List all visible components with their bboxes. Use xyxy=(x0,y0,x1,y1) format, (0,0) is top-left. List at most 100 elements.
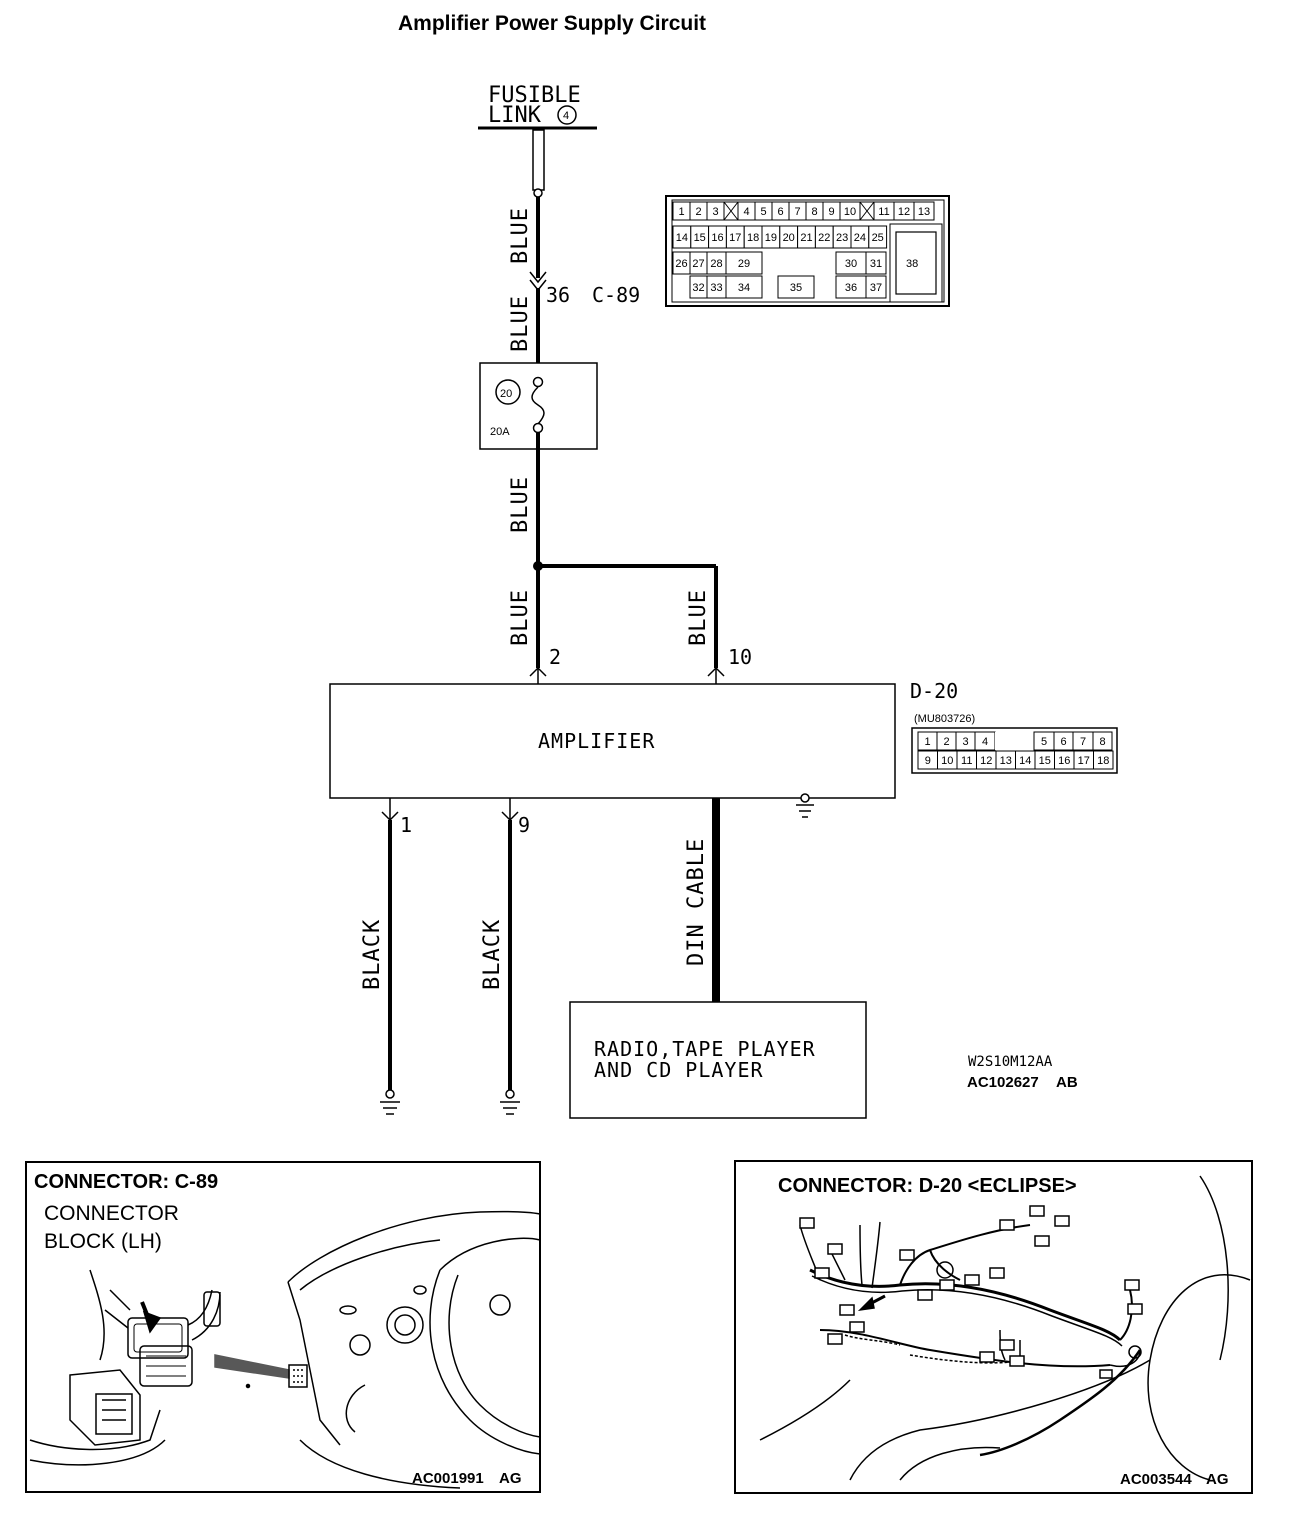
c89-pin-10: 10 xyxy=(844,206,856,218)
fusible-link-terminal xyxy=(533,188,543,198)
connector-block-closeup xyxy=(29,1269,221,1466)
panel-left-sub2: BLOCK (LH) xyxy=(44,1230,162,1253)
radio-line1: RADIO,TAPE PLAYER xyxy=(594,1037,816,1061)
c89-pin-17: 17 xyxy=(729,232,741,244)
d20-pin-18: 18 xyxy=(1097,755,1109,767)
d20-pin-8: 8 xyxy=(1099,736,1105,748)
d20-pin-7: 7 xyxy=(1080,736,1086,748)
amp-body-ground-icon xyxy=(796,793,814,818)
c89-pin: 36 xyxy=(546,283,570,307)
c89-pin-34: 34 xyxy=(738,282,750,294)
c89-pin-34-cell xyxy=(725,275,763,299)
c89-pin-27: 27 xyxy=(692,258,704,270)
panel-connector-c89: CONNECTOR: C-89 CONNECTOR BLOCK (LH) xyxy=(25,1161,541,1493)
d20-pin-4: 4 xyxy=(982,736,988,748)
panel-right-code: AC003544 xyxy=(1120,1471,1192,1488)
c89-pin-31-cell xyxy=(865,251,887,275)
fuse-terminal-top xyxy=(532,376,544,388)
d20-part: (MU803726) xyxy=(914,713,975,725)
c89-pin-19: 19 xyxy=(765,232,777,244)
d20-pin-1: 1 xyxy=(924,736,930,748)
d20-pin-16: 16 xyxy=(1058,755,1070,767)
wire-label-blue-3: BLUE xyxy=(508,476,533,533)
panel-left-code: AC001991 xyxy=(412,1470,484,1487)
amp-pin-1: 1 xyxy=(400,813,412,837)
d20-pin-2: 2 xyxy=(943,736,949,748)
wire-label-black-1: BLACK xyxy=(360,919,385,990)
fusible-link-element xyxy=(532,129,545,191)
fusible-link-line1: FUSIBLE xyxy=(488,83,581,108)
c89-pin-14: 14 xyxy=(676,232,688,244)
d20-pin-13: 13 xyxy=(1000,755,1012,767)
c89-pin-23: 23 xyxy=(836,232,848,244)
fuse-element xyxy=(531,386,545,425)
c89-pin-blank-11-blank-mark xyxy=(859,201,875,221)
fusible-link: FUSIBLE LINK 4 xyxy=(478,83,597,198)
d20-pin-12: 12 xyxy=(980,755,992,767)
fuse-number: 20 xyxy=(500,388,512,400)
wire-label-blue-1: BLUE xyxy=(508,207,533,264)
wire-label-din: DIN CABLE xyxy=(684,838,709,966)
wire-label-blue-2: BLUE xyxy=(508,295,533,352)
c89-pin-2: 2 xyxy=(695,206,701,218)
c89-pin-blank-3-blank-mark xyxy=(723,201,739,221)
amp-pin-2: 2 xyxy=(549,645,561,669)
c89-pin-25-cell xyxy=(868,225,888,249)
c89-pin-7: 7 xyxy=(794,206,800,218)
ground-icon-1 xyxy=(380,1089,400,1115)
panel-connector-d20: CONNECTOR: D-20 <ECLIPSE> xyxy=(734,1160,1253,1494)
fusible-link-number: 4 xyxy=(563,110,569,122)
c89-pin-4: 4 xyxy=(743,206,749,218)
panel-left-title: CONNECTOR: C-89 xyxy=(34,1171,218,1193)
d20-pin-9: 9 xyxy=(925,755,931,767)
panel-left-sub1: CONNECTOR xyxy=(44,1202,179,1225)
wire-label-blue-5: BLUE xyxy=(686,589,711,646)
c89-pin-21: 21 xyxy=(800,232,812,244)
c89-pin-9: 9 xyxy=(828,206,834,218)
fusible-link-number-circle xyxy=(557,105,577,125)
d20-empty-slot xyxy=(995,732,1034,750)
c89-pin-13-cell xyxy=(913,201,935,221)
c89-pin-18: 18 xyxy=(747,232,759,244)
amp-pin-9: 9 xyxy=(518,813,530,837)
c89-pin-11: 11 xyxy=(878,206,889,218)
c89-pin-5: 5 xyxy=(760,206,766,218)
c89-pin-15: 15 xyxy=(694,232,706,244)
c89-pin-6: 6 xyxy=(777,206,783,218)
amplifier-box xyxy=(329,683,896,799)
diagram-code-2-suffix: AB xyxy=(1056,1074,1078,1091)
d20-pin-10: 10 xyxy=(941,755,953,767)
c89-pin-3: 3 xyxy=(712,206,718,218)
wire-label-blue-4: BLUE xyxy=(508,589,533,646)
fuse-terminal-bottom xyxy=(532,422,544,434)
amp-pin-10: 10 xyxy=(728,645,752,669)
c89-pin-36: 36 xyxy=(845,282,857,294)
d20-pin-5: 5 xyxy=(1041,736,1047,748)
harness-illustration xyxy=(759,1175,1251,1481)
panel-right-title: CONNECTOR: D-20 <ECLIPSE> xyxy=(778,1175,1077,1197)
c89-pin-20: 20 xyxy=(783,232,795,244)
c89-name: C-89 xyxy=(592,283,640,307)
c89-pin-37-cell xyxy=(865,275,887,299)
c89-pin-13: 13 xyxy=(918,206,930,218)
panel-left-code-suffix: AG xyxy=(499,1470,522,1487)
c89-pin-37: 37 xyxy=(870,282,882,294)
c89-pin-1: 1 xyxy=(678,206,684,218)
diagram-code-2: AC102627 xyxy=(967,1074,1039,1091)
c89-pin-22: 22 xyxy=(818,232,830,244)
c89-pin-29: 29 xyxy=(738,258,750,270)
dashboard-illustration xyxy=(214,1210,541,1489)
radio-box xyxy=(569,1001,867,1119)
panel-right-code-suffix: AG xyxy=(1206,1471,1229,1488)
d20-pin-18-cell xyxy=(1093,750,1114,770)
fuse-number-circle xyxy=(495,379,521,405)
c89-pin-32: 32 xyxy=(692,282,704,294)
c89-pin-29-cell xyxy=(725,251,763,275)
c89-pin-8: 8 xyxy=(811,206,817,218)
c89-pin-35: 35 xyxy=(790,282,802,294)
ground-icon-2 xyxy=(500,1089,520,1115)
d20-pin-8-cell xyxy=(1092,731,1113,751)
